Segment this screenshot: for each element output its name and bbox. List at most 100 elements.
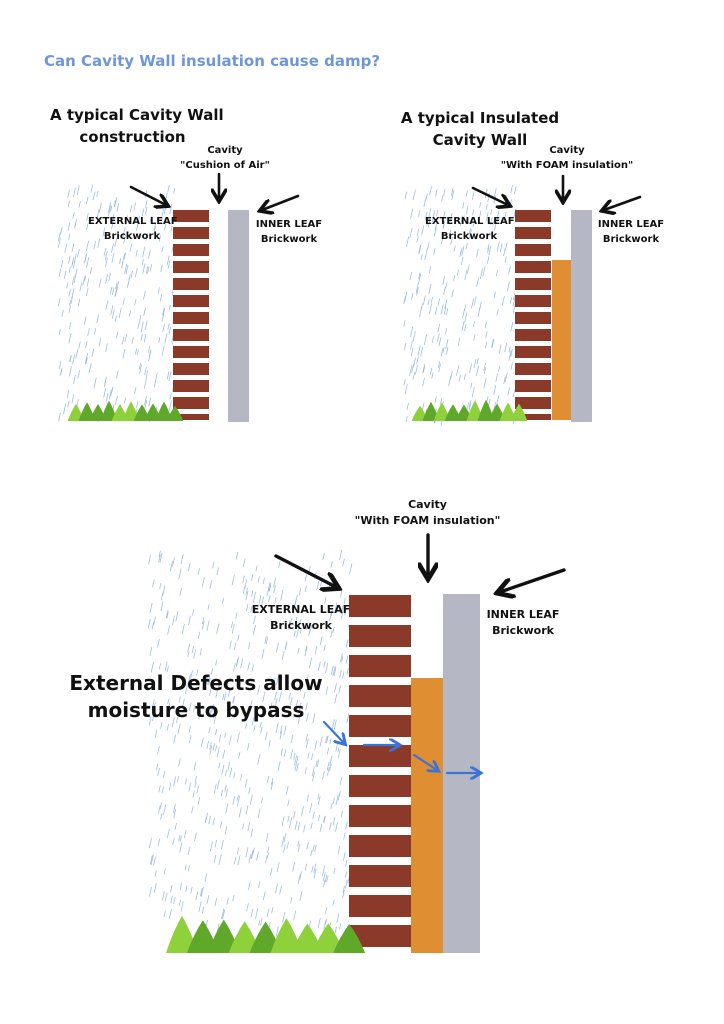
rain-streak bbox=[261, 648, 265, 659]
rain-streak bbox=[489, 217, 493, 226]
rain-streak bbox=[306, 738, 309, 748]
rain-streak bbox=[149, 886, 152, 897]
rain-streak bbox=[494, 221, 497, 231]
rain-streak bbox=[194, 781, 197, 788]
rain-streak bbox=[148, 350, 152, 361]
rain-streak bbox=[221, 764, 225, 775]
grass-blade bbox=[78, 402, 96, 421]
rain-streak bbox=[259, 721, 262, 728]
rain-streak bbox=[158, 550, 161, 558]
rain-streak bbox=[323, 920, 327, 930]
rain-streak bbox=[347, 876, 350, 884]
rain-streak bbox=[342, 671, 345, 679]
grass-blade bbox=[333, 923, 366, 953]
rain-streak bbox=[73, 187, 76, 198]
rain-streak bbox=[442, 221, 445, 229]
rain-streak bbox=[279, 674, 282, 681]
rain-streak bbox=[185, 885, 188, 892]
rain-streak bbox=[210, 841, 213, 852]
rain-streak bbox=[410, 340, 413, 350]
rain-streak bbox=[72, 354, 76, 365]
rain-streak bbox=[217, 678, 221, 689]
rain-streak bbox=[324, 596, 327, 604]
rain-streak bbox=[88, 363, 92, 374]
rain-streak bbox=[477, 307, 481, 318]
rain-streak bbox=[486, 256, 490, 264]
rain-streak bbox=[69, 299, 72, 306]
rain-streak bbox=[73, 253, 77, 263]
grass-blade bbox=[207, 919, 240, 953]
rain-streak bbox=[283, 832, 287, 843]
rain-streak bbox=[58, 232, 61, 241]
defect-cavity-label: Cavity "With FOAM insulation" bbox=[340, 497, 515, 529]
typical-external-leaf-label: EXTERNAL LEAF Brickwork bbox=[88, 215, 178, 244]
rain-streak bbox=[473, 334, 476, 341]
rain-streak bbox=[168, 326, 171, 335]
rain-streak bbox=[339, 549, 343, 561]
rain-streak bbox=[428, 208, 432, 219]
rain-streak bbox=[448, 375, 452, 387]
rain-streak bbox=[119, 257, 122, 264]
rain-streak bbox=[111, 221, 114, 230]
rain-streak bbox=[193, 649, 196, 659]
rain-streak bbox=[343, 832, 346, 840]
grass-blade bbox=[166, 405, 184, 421]
rain-streak bbox=[437, 333, 440, 343]
rain-streak bbox=[255, 565, 258, 572]
rain-streak bbox=[152, 714, 155, 721]
rain-streak bbox=[184, 778, 187, 785]
rain-streak bbox=[290, 734, 294, 743]
rain-streak bbox=[298, 619, 302, 628]
rain-streak bbox=[209, 707, 213, 718]
defect-external-leaf-label: EXTERNAL LEAF Brickwork bbox=[250, 602, 352, 634]
rain-streak bbox=[490, 208, 493, 215]
rain-streak bbox=[314, 740, 318, 751]
rain-streak bbox=[278, 691, 282, 702]
rain-streak bbox=[256, 851, 259, 861]
rain-streak bbox=[317, 917, 321, 929]
rain-streak bbox=[193, 704, 196, 713]
rain-streak bbox=[125, 215, 128, 225]
rain-streak bbox=[329, 755, 333, 766]
rain-streak bbox=[299, 871, 302, 880]
rain-streak bbox=[147, 618, 151, 629]
rain-streak bbox=[159, 802, 162, 809]
rain-streak bbox=[425, 193, 428, 200]
rain-streak bbox=[317, 796, 321, 805]
rain-streak bbox=[325, 686, 329, 695]
rain-streak bbox=[215, 687, 219, 698]
rain-streak bbox=[113, 200, 116, 207]
rain-streak bbox=[268, 740, 271, 747]
rain-streak bbox=[162, 585, 166, 596]
rain-streak bbox=[141, 208, 145, 217]
rain-streak bbox=[250, 828, 254, 838]
rain-streak bbox=[476, 248, 479, 257]
rain-streak bbox=[193, 762, 197, 772]
rain-streak bbox=[271, 907, 274, 914]
rain-streak bbox=[406, 236, 410, 247]
rain-streak bbox=[283, 725, 287, 736]
rain-streak bbox=[338, 685, 341, 694]
rain-streak bbox=[258, 594, 262, 605]
rain-streak bbox=[274, 691, 277, 701]
rain-streak bbox=[424, 249, 428, 260]
rain-streak bbox=[165, 609, 169, 619]
rain-streak bbox=[122, 349, 126, 359]
rain-streak bbox=[58, 412, 61, 422]
rain-streak bbox=[115, 395, 118, 405]
rain-streak bbox=[251, 717, 255, 726]
rain-streak bbox=[222, 909, 225, 920]
rain-streak bbox=[68, 266, 71, 273]
rain-streak bbox=[299, 890, 303, 901]
rain-streak bbox=[150, 661, 154, 673]
rain-streak bbox=[200, 737, 204, 747]
rain-streak bbox=[472, 209, 475, 216]
grass-blade bbox=[422, 401, 440, 421]
rain-streak bbox=[312, 713, 316, 724]
rain-streak bbox=[224, 826, 228, 835]
rain-streak bbox=[58, 328, 61, 336]
rain-streak bbox=[330, 630, 333, 638]
rain-streak bbox=[250, 605, 253, 613]
brick bbox=[515, 312, 551, 324]
rain-streak bbox=[252, 592, 256, 603]
